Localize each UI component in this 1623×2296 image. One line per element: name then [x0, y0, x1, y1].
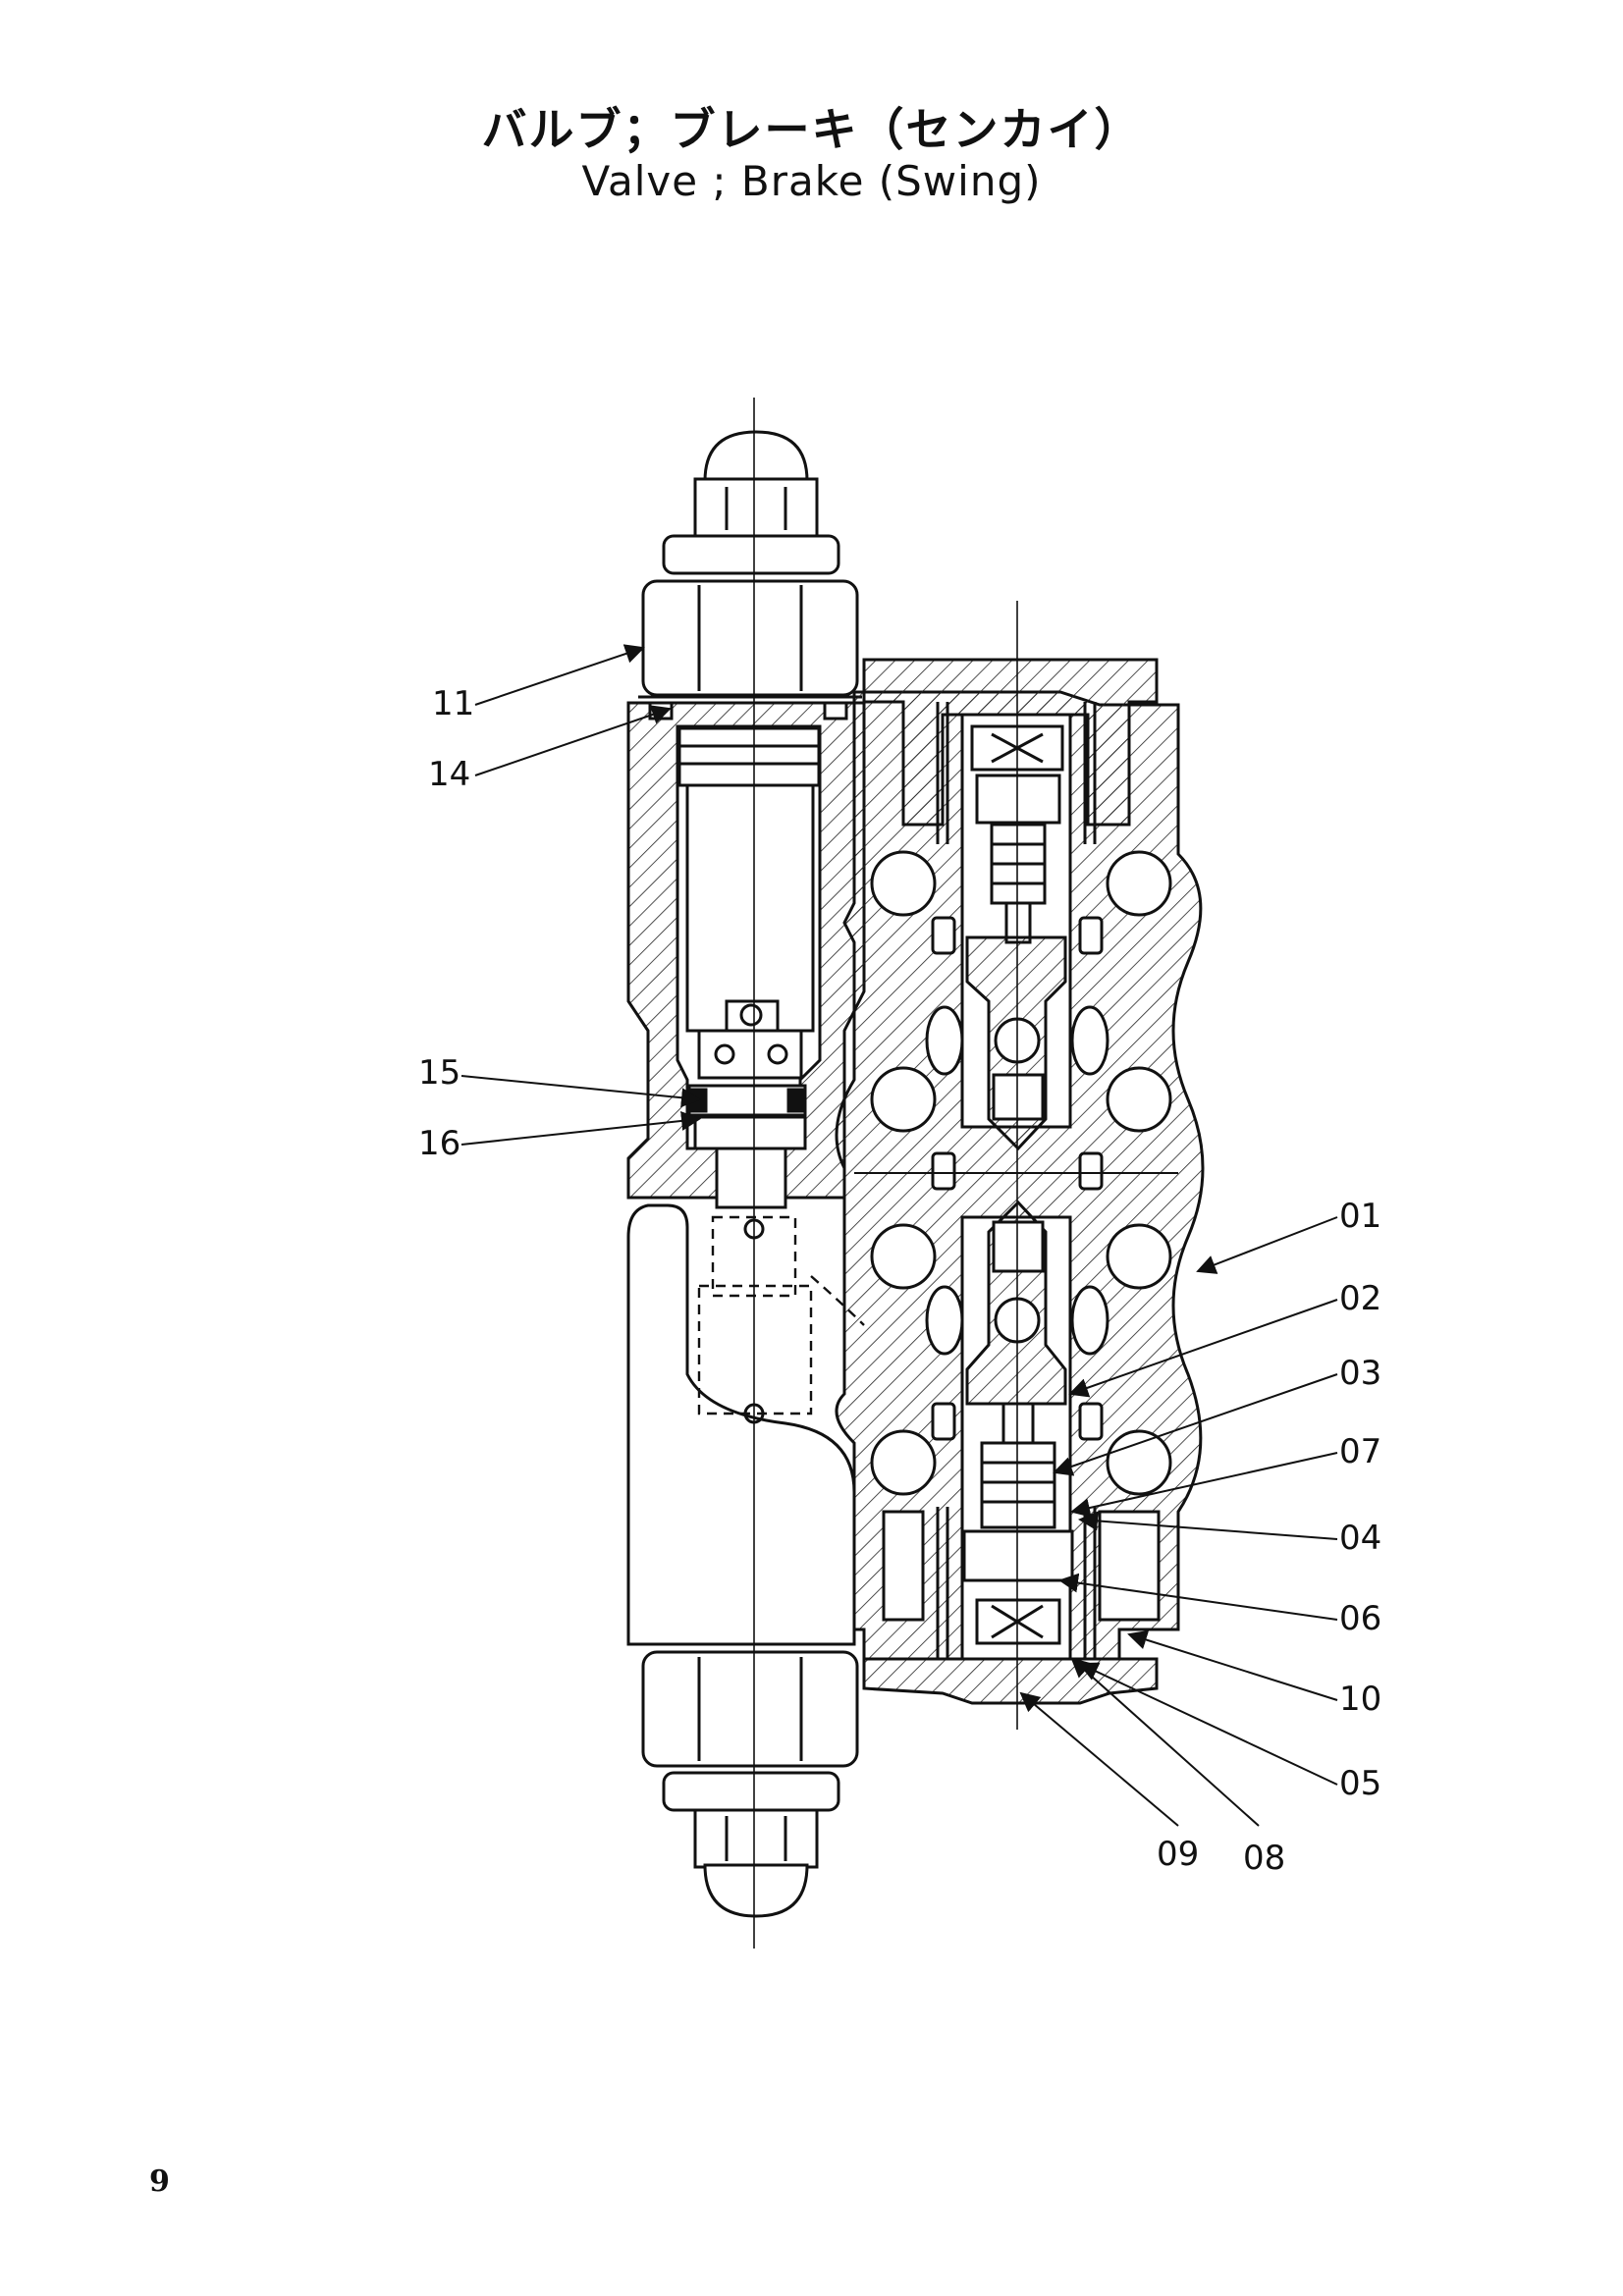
callout-06: 06 — [1339, 1599, 1381, 1638]
callout-11: 11 — [432, 684, 474, 723]
leader-lines — [460, 644, 1338, 1827]
callout-15: 15 — [418, 1053, 460, 1093]
page-number: 9 — [149, 2164, 170, 2199]
callout-03: 03 — [1339, 1354, 1381, 1393]
callout-09: 09 — [1157, 1835, 1199, 1874]
callout-01: 01 — [1339, 1197, 1381, 1236]
title-english: Valve ; Brake (Swing) — [581, 157, 1042, 205]
callout-16: 16 — [418, 1124, 460, 1163]
left-relief-valve — [626, 430, 866, 1918]
callout-14: 14 — [428, 755, 470, 794]
callout-07: 07 — [1339, 1432, 1381, 1471]
right-brake-valve-block — [835, 658, 1205, 1705]
callout-10: 10 — [1339, 1680, 1381, 1719]
callout-05: 05 — [1339, 1764, 1381, 1803]
callout-08: 08 — [1243, 1839, 1285, 1878]
callout-04: 04 — [1339, 1519, 1381, 1558]
title-japanese: バルブ；ブレーキ（センカイ） — [481, 103, 1142, 156]
callout-02: 02 — [1339, 1279, 1381, 1318]
